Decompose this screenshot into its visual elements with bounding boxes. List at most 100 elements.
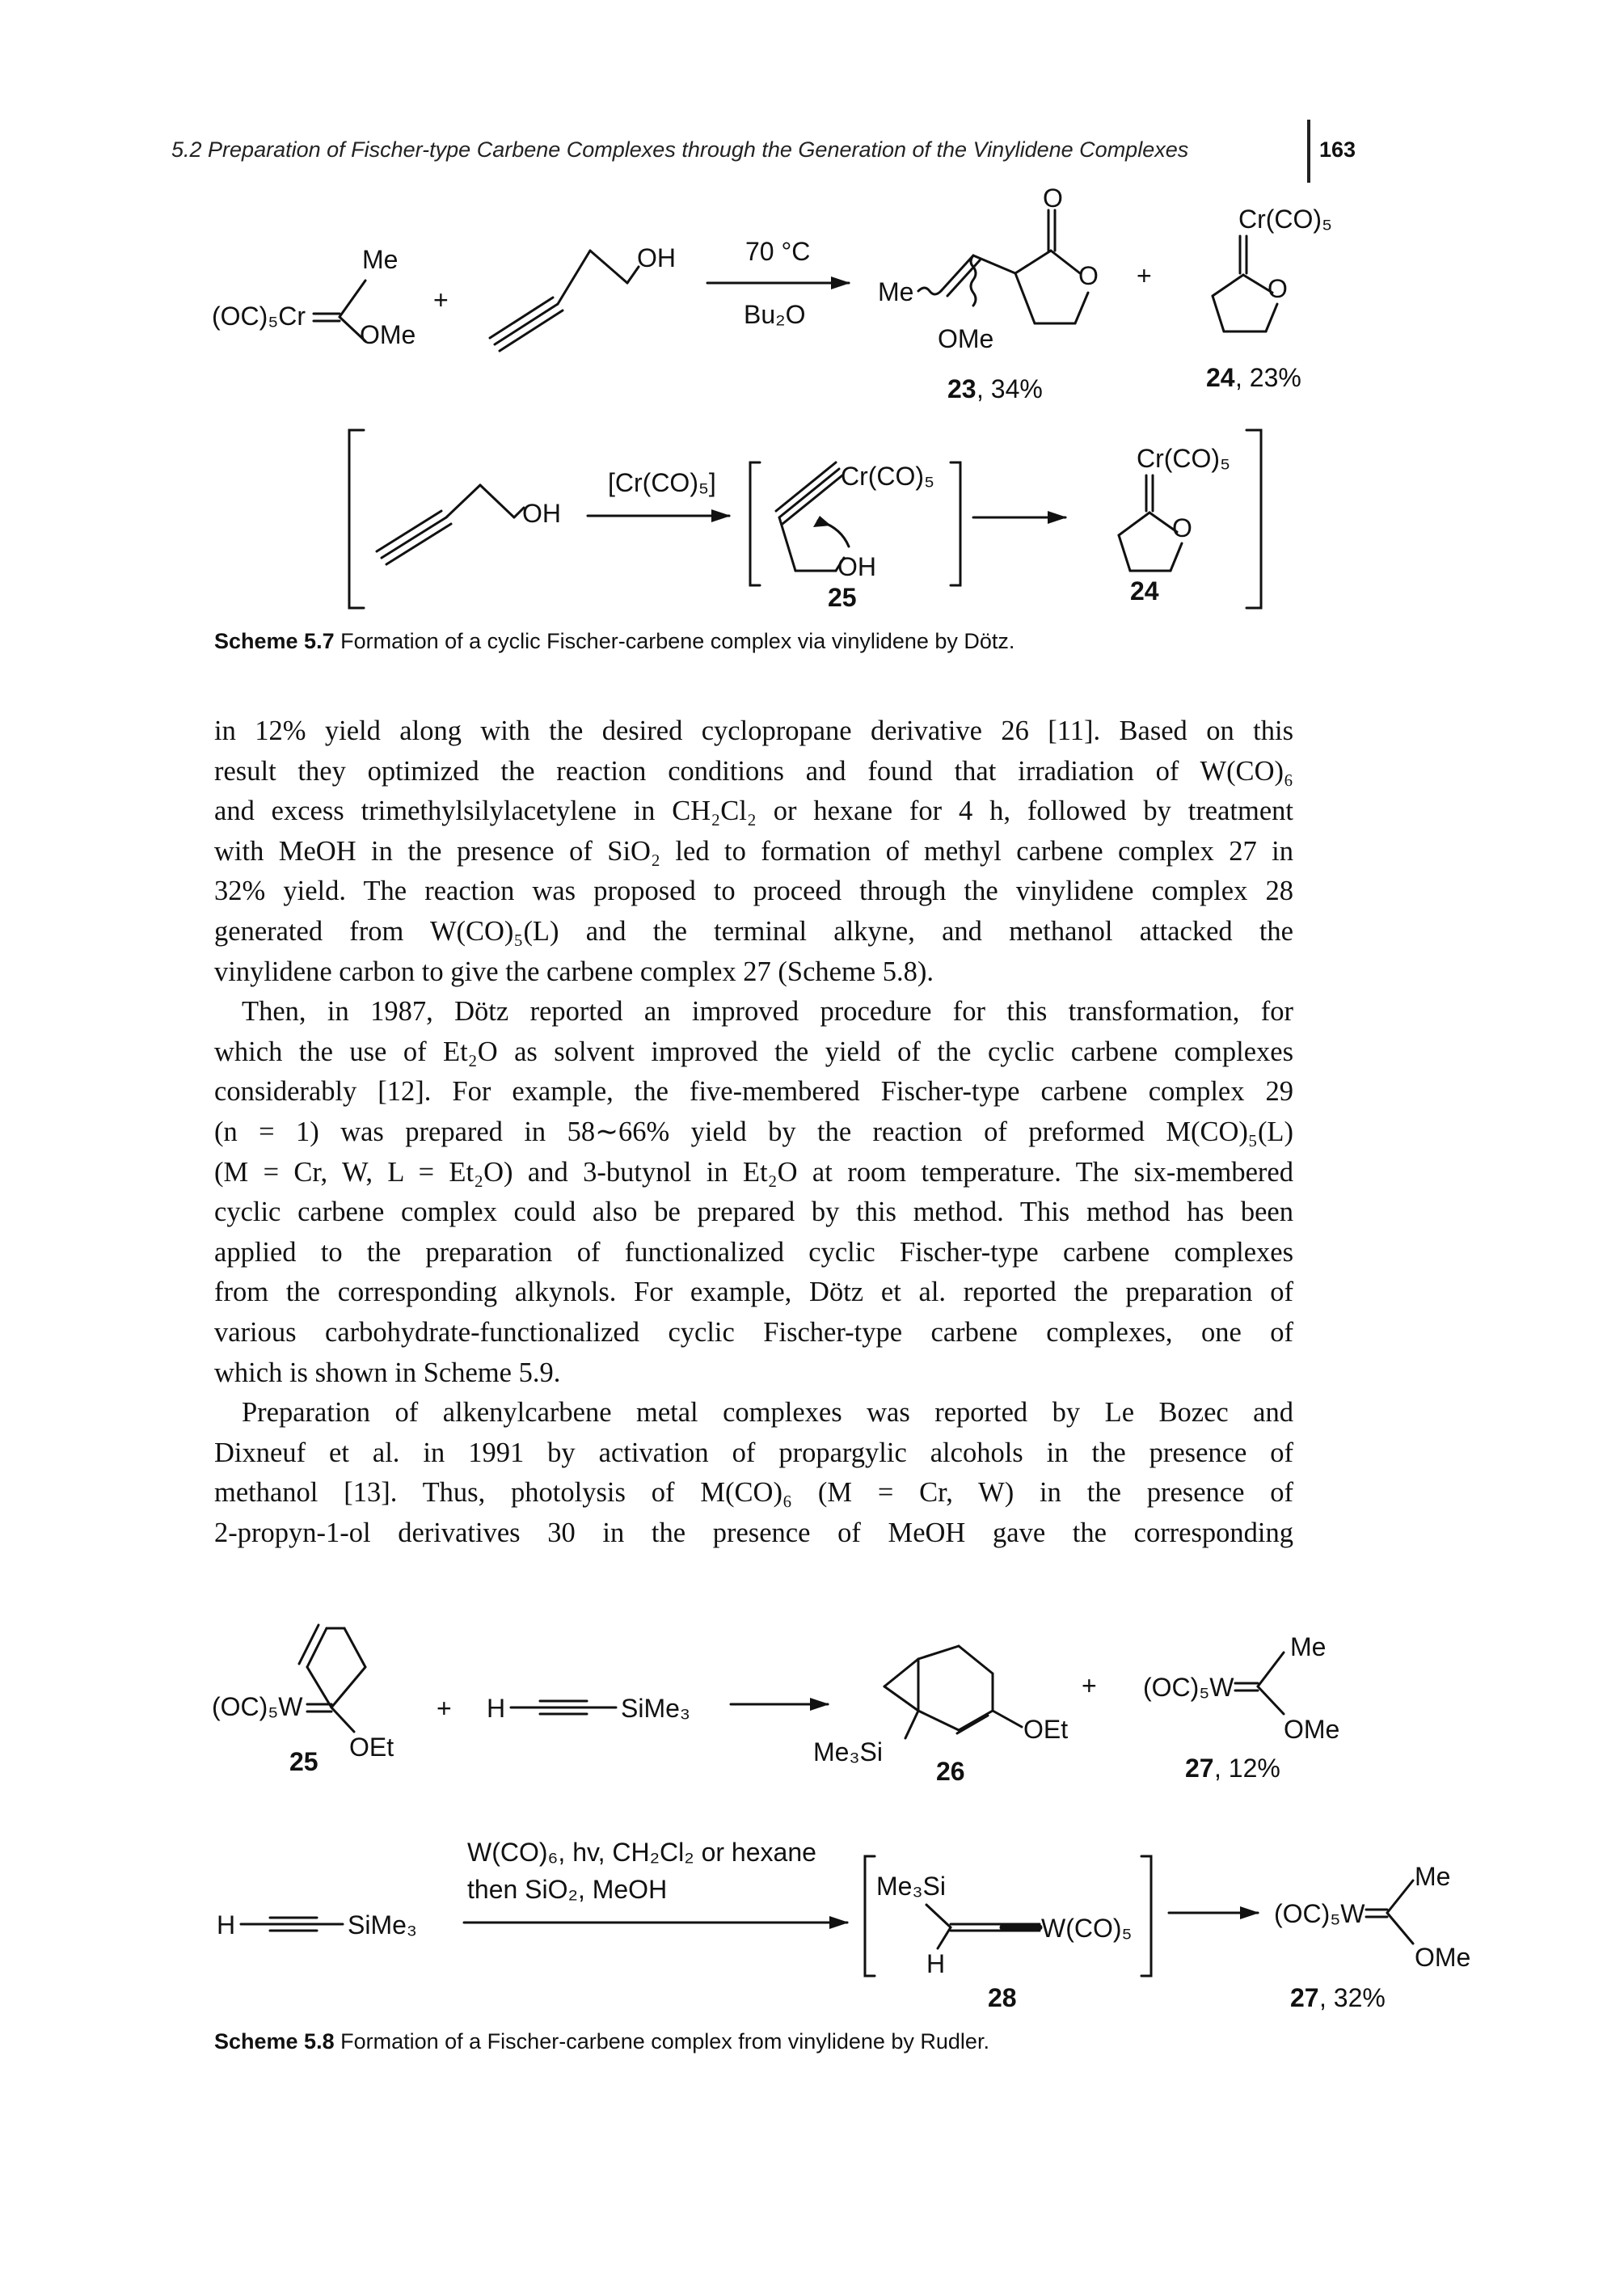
mechanism-butynol: OH <box>375 483 561 566</box>
mechanism-product-ring-o: O <box>1172 513 1192 542</box>
scheme57-mechanism-brackets <box>348 428 1263 610</box>
body-line: methanol [13]. Thus, photolysis of M(CO)… <box>214 1477 1293 1509</box>
body-line: (n = 1) was prepared in 58∼66% yield by … <box>214 1116 1293 1147</box>
prod23-me-label: Me <box>878 277 913 306</box>
p26-tms-label: Me₃Si <box>813 1737 883 1766</box>
p27-yield: , 12% <box>1214 1754 1280 1783</box>
prod23-ring-o: O <box>1078 261 1099 290</box>
p26-oet-label: OEt <box>1023 1715 1068 1744</box>
p2-compound-number: 27 <box>1290 1983 1319 2012</box>
scheme57-arrow-3 <box>972 511 1067 524</box>
body-line: from the corresponding alkynols. For exa… <box>214 1277 1293 1308</box>
intermediate-28: Me₃Si H W(CO)₅ 28 <box>863 1855 1153 2012</box>
r25-oet-label: OEt <box>349 1733 394 1762</box>
scheme-caption: Scheme 5.7 Formation of a cyclic Fischer… <box>214 629 1014 654</box>
body-text: in 12% yield along with the desired cycl… <box>214 711 1293 1553</box>
int28-tms-label: Me₃Si <box>876 1872 946 1901</box>
prod23-yield: , 34% <box>977 374 1043 403</box>
reactant1-metal-label: (OC)₅Cr <box>212 302 306 331</box>
int25-chromium-label: Cr(CO)₅ <box>841 462 934 491</box>
butynol-oh-label: OH <box>637 243 676 272</box>
mechanism-product-24: Cr(CO)₅ O 24 <box>1117 444 1230 606</box>
intermediate-25: Cr(CO)₅ OH 25 <box>749 461 962 612</box>
prod24-chromium-label: Cr(CO)₅ <box>1238 205 1332 234</box>
reactant1-ome-label: OMe <box>360 320 415 349</box>
plus-sign: + <box>433 285 449 314</box>
reactant1-me-label: Me <box>362 245 398 274</box>
scheme58-arrow-1 <box>729 1698 829 1711</box>
plus-sign: + <box>1082 1671 1097 1700</box>
body-line: (M = Cr, W, L = Et₂O) and 3-butynol in E… <box>214 1156 1293 1188</box>
body-line: vinylidene carbon to give the carbene co… <box>214 956 934 987</box>
int25-oh-label: OH <box>837 552 876 581</box>
body-line: which the use of Et₂O as solvent improve… <box>214 1036 1293 1067</box>
caption-label: Scheme 5.7 <box>214 629 335 653</box>
scheme58-product-27-b: (OC)₅W Me OMe 27 , 32% <box>1274 1862 1470 2012</box>
p2-ome-label: OMe <box>1415 1943 1470 1972</box>
scheme57-product-23: Me O O OMe 23 , 34% <box>878 184 1099 403</box>
caption-text: Formation of a cyclic Fischer-carbene co… <box>340 629 1015 653</box>
condition-line-2: then SiO₂, MeOH <box>467 1875 667 1904</box>
alkyne-tms-label: SiMe₃ <box>621 1694 690 1723</box>
p27-tungsten-label: (OC)₅W <box>1143 1673 1234 1702</box>
condition-temperature: 70 °C <box>745 237 810 266</box>
prod24-ring-o: O <box>1268 274 1288 303</box>
body-line: cyclic carbene complex could also be pre… <box>214 1197 1293 1228</box>
int28-compound-number: 28 <box>988 1983 1017 2012</box>
scheme58-arrow-3 <box>1167 1906 1259 1919</box>
p27-compound-number: 27 <box>1185 1754 1214 1783</box>
p2-me-label: Me <box>1415 1862 1450 1891</box>
scheme58-arrow-2: W(CO)₆, hv, CH₂Cl₂ or hexane then SiO₂, … <box>462 1838 849 1929</box>
running-header: 5.2 Preparation of Fischer-type Carbene … <box>171 137 1189 162</box>
body-line: Dixneuf et al. in 1991 by activation of … <box>214 1437 1293 1468</box>
condition-solvent: Bu₂O <box>744 300 805 329</box>
condition-line-1: W(CO)₆, hv, CH₂Cl₂ or hexane <box>467 1838 816 1867</box>
body-line: considerably [12]. For example, the five… <box>214 1076 1293 1108</box>
prod24-yield: , 23% <box>1235 363 1301 392</box>
scheme57-reactant-1: (OC)₅Cr Me OMe <box>212 245 415 349</box>
scheme58-product-26: OEt Me₃Si 26 <box>813 1644 1068 1786</box>
prod23-compound-number: 23 <box>947 374 977 403</box>
body-line: 2-propyn-1-ol derivatives 30 in the pres… <box>214 1517 1293 1548</box>
mechanism-product-number: 24 <box>1130 576 1159 606</box>
int28-h-label: H <box>926 1949 945 1978</box>
scheme57-butynol: OH <box>488 243 676 352</box>
body-line: applied to the preparation of functional… <box>214 1236 1293 1268</box>
r2-h-label: H <box>217 1910 235 1940</box>
body-line: various carbohydrate-functionalized cycl… <box>214 1316 1293 1348</box>
scheme57-arrow-1: 70 °C Bu₂O <box>706 237 850 329</box>
mechanism-product-chromium: Cr(CO)₅ <box>1137 444 1230 473</box>
scheme58-tms-acetylene-2: H SiMe₃ <box>217 1910 417 1940</box>
p27-me-label: Me <box>1290 1632 1326 1661</box>
body-line: and excess trimethylsilylacetylene in CH… <box>214 796 1293 827</box>
body-line: result they optimized the reaction condi… <box>214 755 1293 787</box>
page-number: 163 <box>1319 137 1356 162</box>
p27-ome-label: OMe <box>1284 1715 1339 1744</box>
body-line: with MeOH in the presence of SiO₂ led to… <box>214 835 1293 867</box>
r25-compound-number: 25 <box>289 1747 318 1776</box>
body-line: Then, in 1987, Dötz reported an improved… <box>242 996 1293 1028</box>
body-line: generated from W(CO)₅(L) and the termina… <box>214 915 1293 947</box>
scheme57-product-24: Cr(CO)₅ O 24 , 23% <box>1206 205 1332 392</box>
prod24-compound-number: 24 <box>1206 363 1235 392</box>
plus-sign: + <box>1137 261 1152 290</box>
scheme58-product-27: (OC)₅W Me OMe 27 , 12% <box>1143 1632 1339 1783</box>
body-line: 32% yield. The reaction was proposed to … <box>214 876 1293 907</box>
header-divider <box>1307 120 1310 183</box>
p26-compound-number: 26 <box>936 1757 965 1786</box>
p2-tungsten-label: (OC)₅W <box>1274 1899 1365 1928</box>
r25-tungsten-label: (OC)₅W <box>212 1692 303 1721</box>
scheme58-reactant-25: (OC)₅W OEt 25 <box>212 1623 394 1776</box>
alkyne-h-label: H <box>487 1694 505 1723</box>
int28-tungsten-label: W(CO)₅ <box>1041 1914 1132 1943</box>
scheme-caption: Scheme 5.8 Formation of a Fischer-carben… <box>214 2029 989 2054</box>
mechanism-reagent: [Cr(CO)₅] <box>608 468 716 497</box>
caption-text: Formation of a Fischer-carbene complex f… <box>340 2029 989 2054</box>
p2-yield: , 32% <box>1319 1983 1386 2012</box>
caption-label: Scheme 5.8 <box>214 2029 335 2054</box>
int25-compound-number: 25 <box>828 583 857 612</box>
plus-sign: + <box>437 1694 452 1723</box>
scheme58-tms-acetylene: H SiMe₃ <box>487 1694 690 1723</box>
